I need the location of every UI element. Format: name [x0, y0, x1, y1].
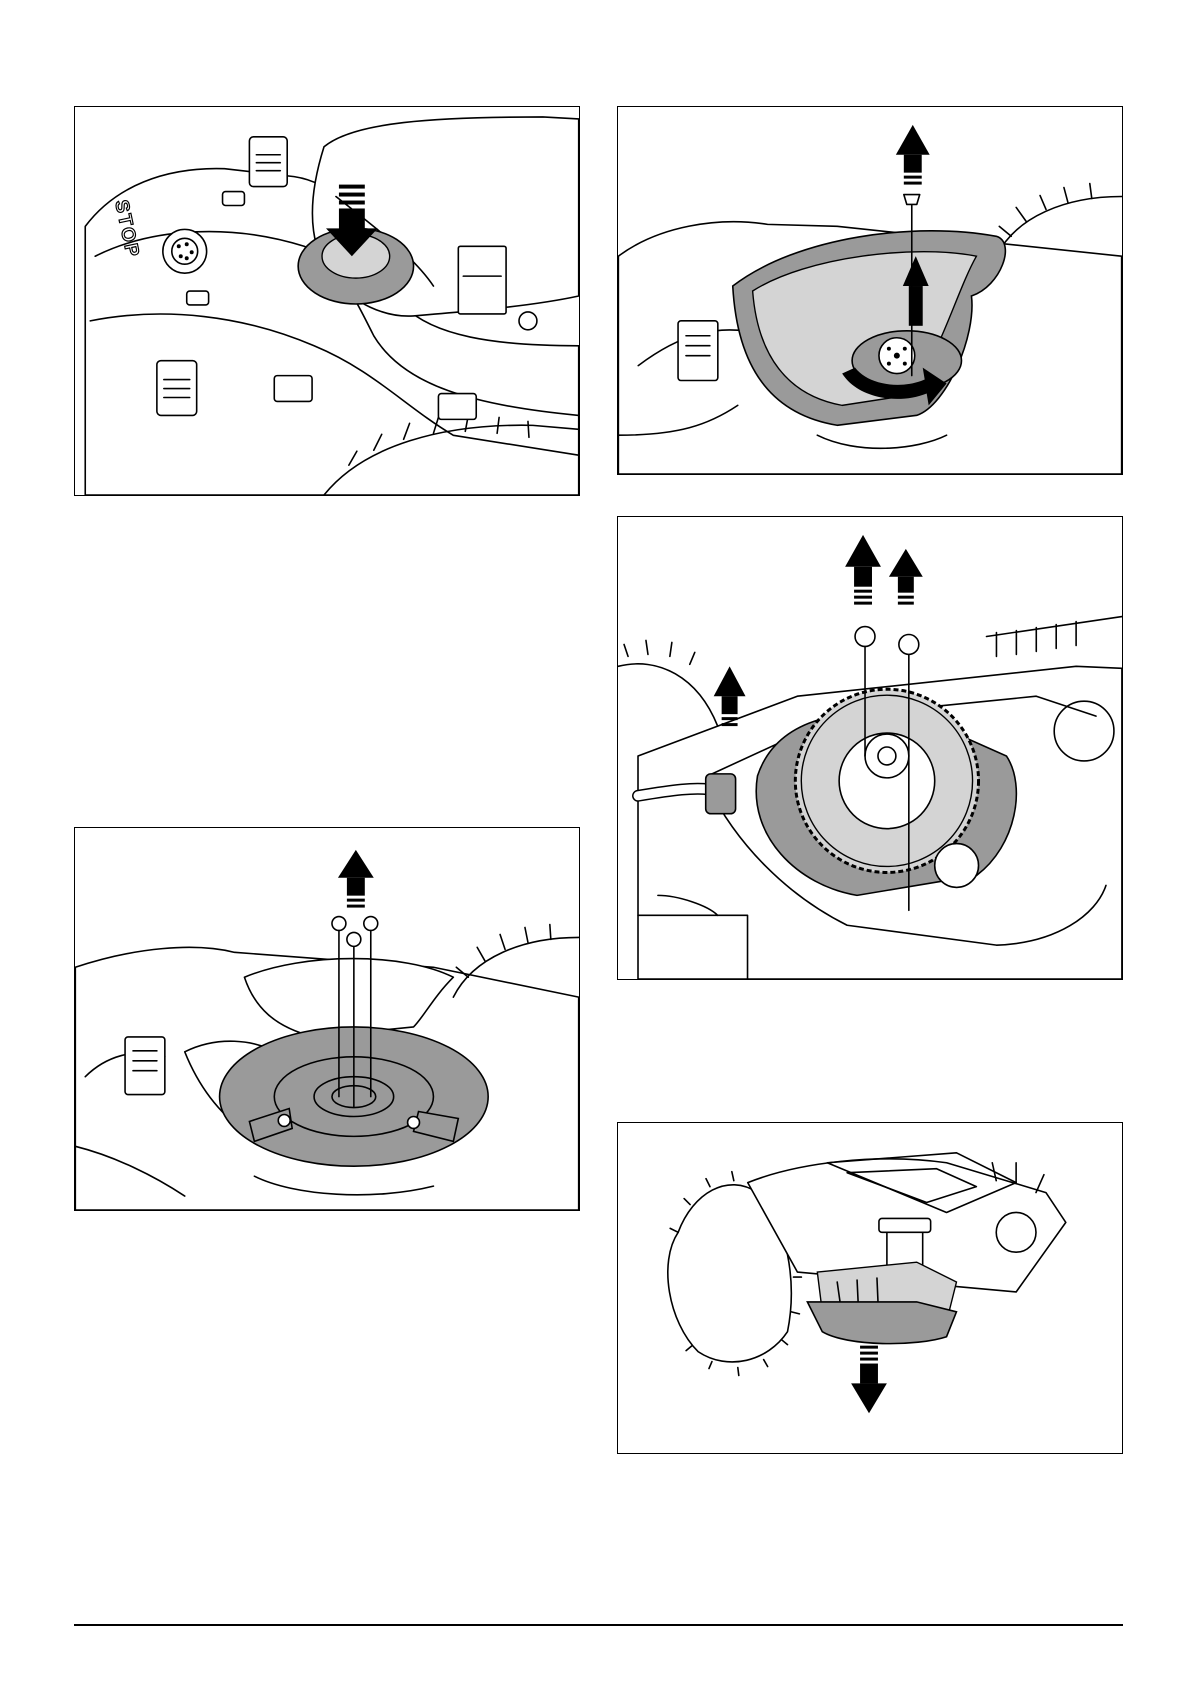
figure-remove-blade-guard	[617, 106, 1123, 475]
figure-press-down-blade-hub: STOP	[74, 106, 580, 496]
arrow-down-icon	[851, 1346, 887, 1414]
illustration-mower-stop-panel: STOP	[75, 107, 579, 495]
illustration-blade-guard	[618, 107, 1122, 474]
illustration-motor-underside	[618, 1123, 1122, 1453]
arrow-up-icon	[845, 535, 881, 605]
arrow-up-icon	[896, 125, 930, 185]
figure-remove-blade-disc-screws	[74, 827, 580, 1211]
arrow-up-icon	[338, 850, 374, 908]
arrow-up-icon	[889, 549, 923, 605]
figure-remove-motor-downward	[617, 1122, 1123, 1454]
figure-remove-motor-unit-screws	[617, 516, 1123, 980]
footer-rule	[74, 1624, 1123, 1626]
illustration-blade-disc	[75, 828, 579, 1210]
illustration-motor-unit	[618, 517, 1122, 979]
